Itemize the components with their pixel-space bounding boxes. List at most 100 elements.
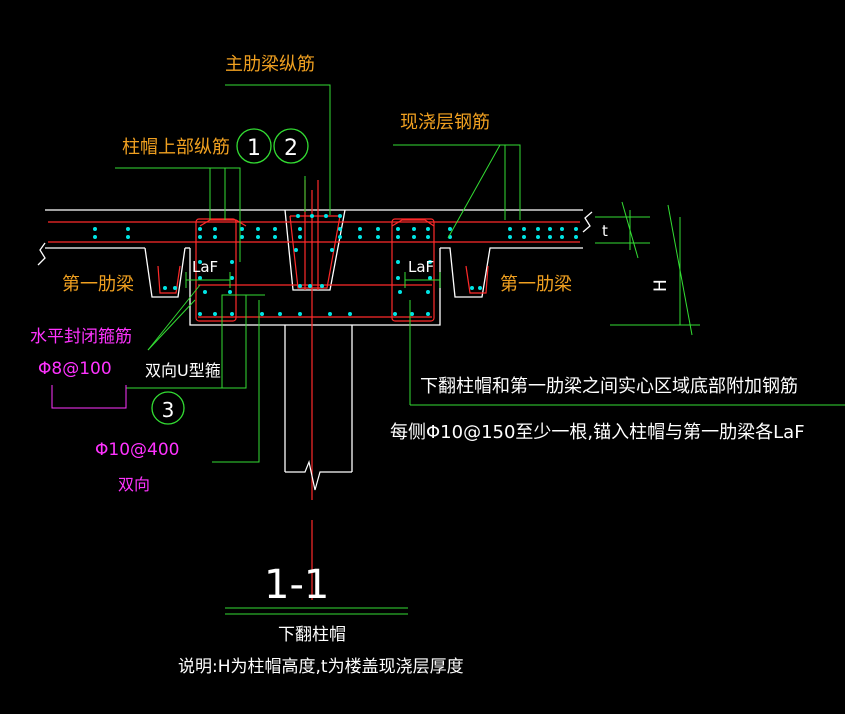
svg-text:3: 3 <box>162 398 175 422</box>
rebar-dot <box>426 312 430 316</box>
rebar-dot <box>203 290 207 294</box>
label-horizontal-stirrup-spec: Φ8@100 <box>38 359 112 379</box>
label-extra-bar-spec: 每侧Φ10@150至少一根,锚入柱帽与第一肋梁各LaF <box>390 422 805 443</box>
rebar-dot <box>230 276 234 280</box>
label-first-rib-beam-left: 第一肋梁 <box>62 274 134 295</box>
label-laf-right: LaF <box>408 258 434 276</box>
column-break-mark <box>285 459 352 491</box>
rebar-dot <box>213 312 217 316</box>
rebar-dot <box>198 227 202 231</box>
rebar-dot <box>396 276 400 280</box>
rebar-dot <box>398 290 402 294</box>
rebar-dot <box>412 235 416 239</box>
rebar-dot <box>508 227 512 231</box>
rebar-dot <box>428 260 432 264</box>
rebar-dot <box>358 227 362 231</box>
rebar-dot <box>376 235 380 239</box>
rebar-dot <box>426 227 430 231</box>
rebar-dot <box>396 260 400 264</box>
rebar-dot <box>163 286 167 290</box>
rebar-dot <box>273 235 277 239</box>
rebar-dot <box>412 227 416 231</box>
rebar-dot <box>230 260 234 264</box>
svg-text:2: 2 <box>284 136 298 161</box>
rebar-dot <box>320 284 324 288</box>
rebar-dot <box>310 214 314 218</box>
rebar-dot <box>393 312 397 316</box>
rebar-dot <box>522 227 526 231</box>
rebar-dot <box>338 227 342 231</box>
rebar-dot <box>308 284 312 288</box>
stirrup-spec-bracket <box>51 385 127 409</box>
rebar-dot <box>173 286 177 290</box>
rebar-dot <box>522 235 526 239</box>
label-first-rib-beam-right: 第一肋梁 <box>500 274 572 295</box>
rebar-dot <box>278 312 282 316</box>
rebar-dot <box>448 227 452 231</box>
rebar-dot <box>396 227 400 231</box>
rebar-dot <box>198 312 202 316</box>
rebar-dot <box>260 312 264 316</box>
rebar-dot <box>298 227 302 231</box>
rebar-dot <box>358 235 362 239</box>
rebar-dot <box>348 312 352 316</box>
section-mark: 1-1 <box>264 562 329 608</box>
rebar-dot <box>93 227 97 231</box>
rebar-dot <box>574 227 578 231</box>
callout-3: 3 <box>151 391 185 425</box>
callout-2: 2 <box>273 128 309 164</box>
rebar-dots <box>93 214 578 316</box>
rebar-dot <box>228 290 232 294</box>
rebar-dot <box>213 227 217 231</box>
rebar-dot <box>426 235 430 239</box>
leader-lines <box>115 84 845 615</box>
rebar-dot <box>330 248 334 252</box>
rebar-dot <box>256 227 260 231</box>
label-horizontal-stirrup: 水平封闭箍筋 <box>30 327 132 347</box>
rebar-dot <box>574 235 578 239</box>
rebar-dot <box>548 227 552 231</box>
rebar-dot <box>298 235 302 239</box>
rebar-dot <box>93 235 97 239</box>
rebar-dot <box>338 214 342 218</box>
rebar-dot <box>126 227 130 231</box>
rebar-dot <box>478 286 482 290</box>
rebar-dot <box>470 286 474 290</box>
label-cap-top-long-bar: 柱帽上部纵筋 <box>122 137 230 158</box>
rebar-dot <box>396 235 400 239</box>
rebar-dot <box>126 235 130 239</box>
concrete-outline <box>37 209 593 472</box>
rebar-lines <box>48 180 580 600</box>
rebar-dot <box>548 235 552 239</box>
rebar-dot <box>560 227 564 231</box>
label-cast-layer-bar: 现浇层钢筋 <box>400 112 490 133</box>
rebar-dot <box>198 276 202 280</box>
rebar-dot <box>560 235 564 239</box>
label-laf-left: LaF <box>192 258 218 276</box>
rebar-dot <box>338 235 342 239</box>
rebar-dot <box>536 227 540 231</box>
section-name: 下翻柱帽 <box>278 625 346 645</box>
rebar-dot <box>426 290 430 294</box>
label-extra-bar-title: 下翻柱帽和第一肋梁之间实心区域底部附加钢筋 <box>420 376 798 397</box>
rebar-dot <box>536 235 540 239</box>
rebar-dot <box>428 276 432 280</box>
rebar-dot <box>230 312 234 316</box>
rebar-dot <box>198 260 202 264</box>
dimension-h: H <box>651 279 671 292</box>
rebar-dot <box>213 235 217 239</box>
rebar-dot <box>198 235 202 239</box>
rebar-dot <box>240 235 244 239</box>
rebar-dot <box>324 214 328 218</box>
rebar-dot <box>376 227 380 231</box>
label-u-stirrup-spec: Φ10@400 <box>95 440 179 460</box>
rebar-dot <box>240 227 244 231</box>
svg-text:1: 1 <box>247 136 261 161</box>
rebar-dot <box>508 235 512 239</box>
rebar-dot <box>294 248 298 252</box>
rebar-dot <box>298 284 302 288</box>
rebar-dot <box>328 312 332 316</box>
rebar-dot <box>273 227 277 231</box>
rebar-dot <box>296 214 300 218</box>
